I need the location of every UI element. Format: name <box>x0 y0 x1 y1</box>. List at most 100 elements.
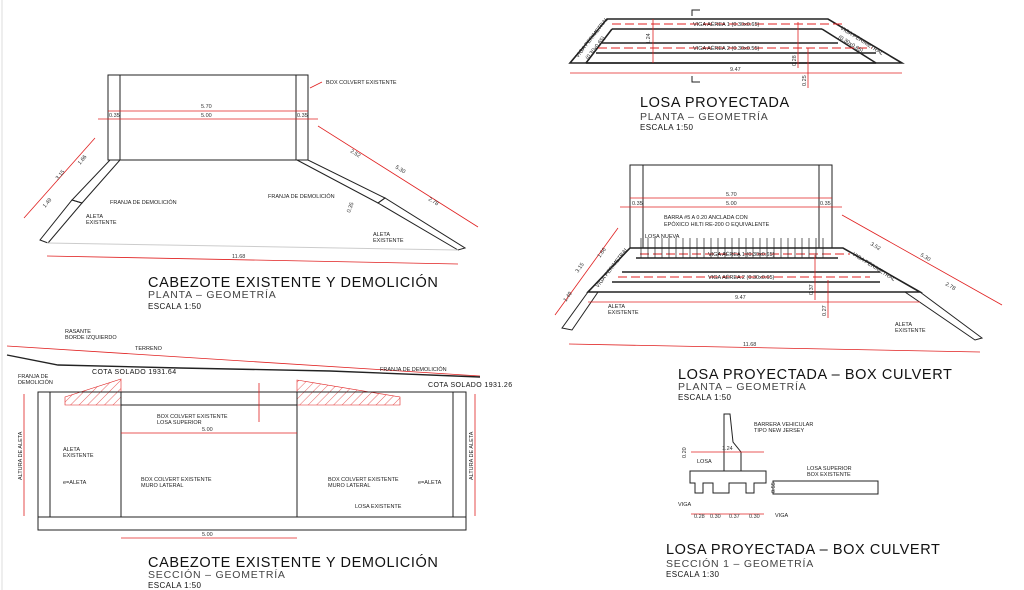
drawing-annotation: DEMOLICIÓN <box>18 379 53 386</box>
drawing-annotation: 3.15 <box>55 169 66 181</box>
drawing-annotation: 5.70 <box>726 192 737 198</box>
drawing-line <box>46 242 459 251</box>
drawing-annotation: EXISTENTE <box>895 328 926 334</box>
section-outline <box>37 391 467 531</box>
drawing-annotation: 5.30 <box>394 165 406 176</box>
dim-wall-left: 0.35 <box>109 113 120 119</box>
drawing-annotation: VIGA AÉREA 1 (0.30x0.65) <box>708 251 775 258</box>
drawing-annotation: EXISTENTE <box>373 238 404 244</box>
drawing-annotation: FRANJA DE <box>18 374 49 380</box>
view-subtitle: PLANTA – GEOMETRÍA <box>148 288 277 301</box>
beam-2-label: VIGA AÉREA 2 (0.30x0.55) <box>693 45 760 52</box>
drawing-annotation: BOX EXISTENTE <box>807 472 851 478</box>
demolition-strip-left-label: FRANJA DE DEMOLICIÓN <box>110 199 177 206</box>
drawing-annotation: MURO LATERAL <box>141 483 183 489</box>
drawing-annotation: 0.28 <box>792 55 798 66</box>
slab-section <box>689 470 767 494</box>
drawing-annotation: BOX COLVERT EXISTENTE <box>141 477 212 483</box>
drawing-annotation: 0.35 <box>820 201 831 207</box>
dim-inner-width: 5.00 <box>201 113 212 119</box>
drawing-annotation: ALETA <box>895 322 912 328</box>
section-slab-view: 1.24 0.20 0.55 0.28 0.30 0.37 0.30 BARRE… <box>666 413 940 579</box>
anchor-bar-note: BARRA #5 A 0.20 ANCLADA CON <box>664 215 748 221</box>
drawing-annotation: 1.24 <box>646 33 652 44</box>
dim-overall: 11.68 <box>232 254 245 260</box>
cota-left: COTA SOLADO 1931.64 <box>92 369 177 376</box>
drawing-annotation: 1.24 <box>722 446 733 452</box>
drawing-annotation: LOSA SUPERIOR <box>157 420 202 426</box>
beam-1-label: VIGA AÉREA 1 (0.30x0.65) <box>693 21 760 28</box>
drawing-annotation: 3.15 <box>575 262 586 274</box>
wing-right <box>377 197 467 251</box>
drawing-annotation: LOSA SUPERIOR <box>807 466 852 472</box>
drawing-annotation: FRANJA DE DEMOLICIÓN <box>380 366 447 373</box>
drawing-annotation: VIGA AÉREA 2 (0.30x0.65) <box>708 274 775 281</box>
drawing-annotation: e=ALETA <box>418 480 442 486</box>
drawing-annotation: BARRERA VEHICULAR <box>754 422 813 428</box>
drawing-annotation: VIGA <box>775 513 788 519</box>
view-scale: ESCALA 1:30 <box>666 570 719 579</box>
drawing-line <box>317 125 479 228</box>
existing-top-slab <box>772 480 879 495</box>
new-jersey-barrier <box>723 413 742 472</box>
drawing-annotation: TIPO NEW JERSEY <box>754 428 804 434</box>
drawing-annotation: 11.68 <box>743 342 756 348</box>
view-subtitle: PLANTA – GEOMETRÍA <box>678 380 807 393</box>
view-subtitle: PLANTA – GEOMETRÍA <box>640 110 769 123</box>
drawing-annotation: BOX COLVERT EXISTENTE <box>328 477 399 483</box>
drawing-line <box>554 227 619 316</box>
dim-total-width: 5.70 <box>201 104 212 110</box>
drawing-annotation: 2.78 <box>944 282 956 293</box>
drawing-annotation: 1.66 <box>597 247 608 259</box>
plan-combined-view: 5.70 5.00 0.35 0.35 BARRA #5 A 0.20 ANCL… <box>554 164 1003 402</box>
drawing-annotation: 0.35 <box>346 202 355 214</box>
drawing-annotation: 2.78 <box>427 197 439 208</box>
drawing-annotation: MURO LATERAL <box>328 483 370 489</box>
drawing-annotation: 3.52 <box>869 242 881 253</box>
drawing-line <box>585 28 613 64</box>
drawing-annotation: ALETA <box>373 232 390 238</box>
dim-wall-right: 0.35 <box>297 113 308 119</box>
drawing-annotation: 0.37 <box>809 284 815 295</box>
drawing-annotation: 5.00 <box>202 532 213 538</box>
drawing-line <box>568 343 981 353</box>
drawing-annotation: 5.00 <box>726 201 737 207</box>
drawing-annotation: EXISTENTE <box>608 310 639 316</box>
view-scale: ESCALA 1:50 <box>678 393 731 402</box>
new-slab-label: LOSA NUEVA <box>645 234 680 240</box>
drawing-line <box>309 81 323 89</box>
rasante-line <box>6 345 481 377</box>
plan-slab-view: VIGA AÉREA 1 (0.30x0.65) VIGA AÉREA 2 (0… <box>568 9 905 132</box>
drawing-annotation: e=ALETA <box>63 480 87 486</box>
drawing-annotation: VIGA PERIMETRAL <box>851 252 896 283</box>
terrain-line <box>6 354 481 378</box>
drawing-annotation: 0.30 <box>710 514 721 520</box>
drawing-annotation: ALTURA DE ALETA <box>18 431 24 480</box>
slab-outline <box>568 18 905 64</box>
drawing-annotation: VIGA <box>678 502 691 508</box>
drawing-annotation: BOX COLVERT EXISTENTE <box>157 414 228 420</box>
view-title: CABEZOTE EXISTENTE Y DEMOLICIÓN <box>148 554 438 571</box>
plan-existing-view: 5.70 5.00 0.35 0.35 BOX COLVERT EXISTENT… <box>23 74 479 311</box>
wing-left <box>561 291 599 331</box>
terrain-label: TERRENO <box>135 346 163 352</box>
drawing-annotation: 0.27 <box>822 305 828 316</box>
drawing-annotation: ALETA <box>63 447 80 453</box>
drawing-annotation: 0.28 <box>694 514 705 520</box>
drawing-annotation: EPÓXICO HILTI RE-200 O EQUIVALENTE <box>664 221 770 228</box>
drawing-annotation: 0.55 <box>771 482 777 493</box>
drawing-annotation: 1.66 <box>77 154 88 166</box>
view-scale: ESCALA 1:50 <box>640 123 693 132</box>
drawing-annotation: 5.30 <box>919 253 931 264</box>
section-existing-view: RASANTE BORDE IZQUIERDO TERRENO COTA SOL… <box>6 329 513 590</box>
dim-width: 9.47 <box>730 67 741 73</box>
view-title: CABEZOTE EXISTENTE Y DEMOLICIÓN <box>148 274 438 291</box>
demolition-strip-right-label: FRANJA DE DEMOLICIÓN <box>268 193 335 200</box>
cota-right: COTA SOLADO 1931.26 <box>428 382 513 389</box>
box-culvert-label: BOX COLVERT EXISTENTE <box>326 80 397 86</box>
demolition-strip-left <box>71 159 122 204</box>
drawing-line <box>46 255 459 265</box>
drawing-annotation: LOSA EXISTENTE <box>355 504 402 510</box>
